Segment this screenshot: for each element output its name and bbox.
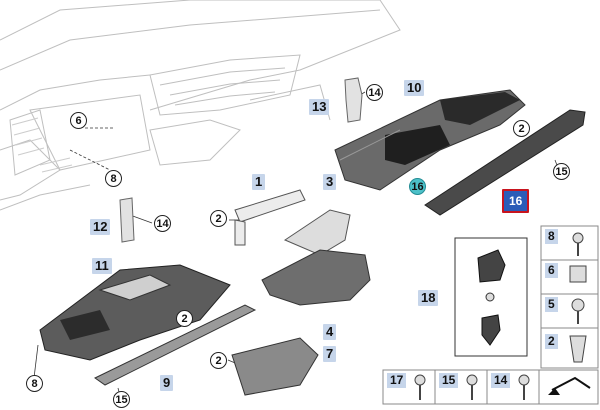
part-label-6: 6: [545, 263, 558, 278]
callout-9: 9: [160, 375, 174, 391]
part-10-console: [334, 89, 526, 191]
part-9-trim: [94, 304, 257, 386]
circle-2-part9: 2: [176, 310, 193, 327]
parts-panel-right: [540, 225, 599, 369]
callout-10: 10: [404, 80, 425, 96]
bottom-part-icons: [414, 374, 591, 400]
circle-16-teal: 16: [409, 178, 426, 195]
callout-18: 18: [418, 290, 439, 306]
callout-3: 3: [323, 174, 337, 190]
dashboard-outline: [0, 0, 401, 211]
part-18-box: [454, 237, 528, 357]
callout-7: 7: [323, 346, 337, 362]
part-13-bracket: [344, 77, 363, 123]
part-label-15: 15: [439, 373, 459, 388]
callout-1: 1: [252, 174, 266, 190]
parts-panel-icons: [569, 232, 587, 363]
callout-11: 11: [92, 258, 112, 274]
circle-14-top: 14: [366, 84, 383, 101]
callout-13: 13: [309, 99, 330, 115]
callout-16-highlighted[interactable]: 16: [502, 189, 530, 213]
part-3-column-cover: [261, 209, 371, 306]
circle-14-mid: 14: [154, 215, 171, 232]
part-1-bracket: [234, 189, 306, 246]
part-7-glovebox: [231, 337, 319, 396]
parts-panel-bottom: [382, 369, 599, 405]
circle-15-bottom: 15: [113, 391, 130, 408]
circle-2-part1: 2: [210, 210, 227, 227]
part-label-5: 5: [545, 297, 558, 312]
part-15-trim: [424, 109, 586, 216]
circle-8-top: 8: [105, 170, 122, 187]
part-label-8: 8: [545, 229, 558, 244]
part-label-17: 17: [387, 373, 407, 388]
dashboard-vent: [11, 117, 73, 173]
circle-15-right: 15: [553, 163, 570, 180]
part-label-2: 2: [545, 334, 558, 349]
callout-4: 4: [323, 324, 337, 340]
part-label-14: 14: [491, 373, 511, 388]
circle-2-glovebox: 2: [210, 352, 227, 369]
circle-2-trim15: 2: [513, 120, 530, 137]
part-12-bracket: [119, 197, 135, 243]
circle-8-bottom: 8: [26, 375, 43, 392]
callout-12: 12: [90, 219, 111, 235]
circle-6: 6: [70, 112, 87, 129]
part-11-lower-panel: [39, 264, 231, 361]
